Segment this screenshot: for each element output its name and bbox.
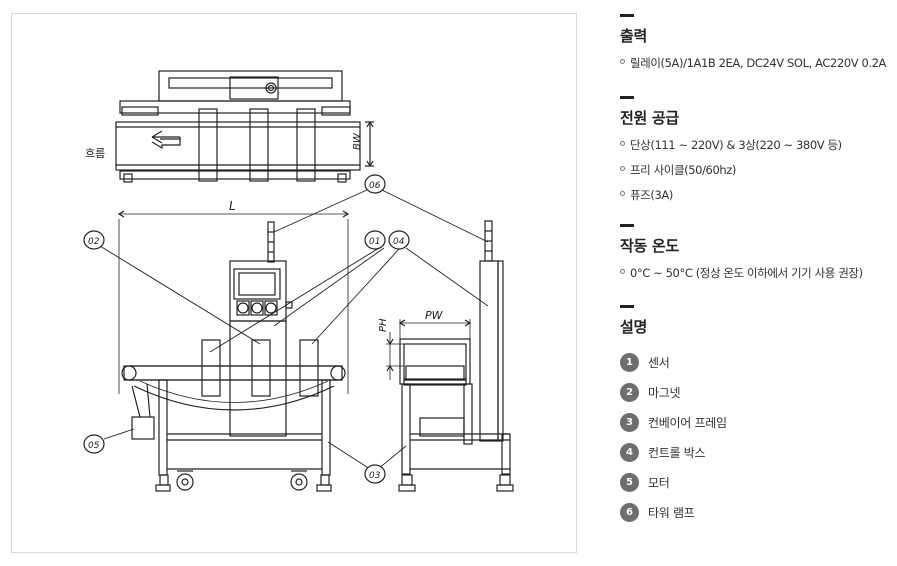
- dim-ph-label: PH: [378, 318, 389, 332]
- output-section: 출력 릴레이(5A)/1A1B 2EA, DC24V SOL, AC220V 0…: [620, 14, 890, 71]
- callout-05: 05: [88, 441, 100, 451]
- number-badge: 6: [620, 503, 639, 522]
- bullet-icon: [620, 59, 625, 64]
- bullet-icon: [620, 191, 625, 196]
- bullet-icon: [620, 269, 625, 274]
- dim-pw-label: PW: [425, 309, 444, 322]
- callout-03: 03: [369, 471, 381, 481]
- number-badge: 3: [620, 413, 639, 432]
- legend-heading: 설명: [620, 318, 648, 336]
- callout-circles: [83, 174, 410, 484]
- power-item: 단상(111 ~ 220V) & 3상(220 ~ 380V 등): [620, 138, 890, 153]
- power-item: 프리 사이클(50/60hz): [620, 163, 890, 178]
- front-view: [117, 210, 350, 492]
- flow-label: 흐름: [85, 147, 105, 160]
- output-heading: 출력: [620, 27, 648, 45]
- temperature-item: 0°C ~ 50°C (정상 온도 이하에서 기기 사용 권장): [620, 266, 890, 281]
- section-bar: [620, 14, 634, 17]
- section-bar: [620, 305, 634, 308]
- temperature-heading: 작동 온도: [620, 237, 679, 255]
- machine-diagram: 흐름 BW L PH PW 06 02 01 04 05 03: [83, 70, 514, 492]
- power-heading: 전원 공급: [620, 109, 679, 127]
- number-badge: 4: [620, 443, 639, 462]
- callout-04: 04: [393, 237, 405, 247]
- callout-06: 06: [369, 181, 381, 191]
- callout-02: 02: [88, 237, 100, 247]
- temperature-section: 작동 온도 0°C ~ 50°C (정상 온도 이하에서 기기 사용 권장): [620, 224, 890, 281]
- leader-lines: [99, 188, 489, 470]
- callout-01: 01: [369, 237, 380, 247]
- bullet-icon: [620, 141, 625, 146]
- dim-bw-label: BW: [352, 132, 363, 150]
- technical-drawing: 흐름 BW L PH PW 06 02 01 04 05 03: [11, 13, 577, 553]
- number-badge: 1: [620, 353, 639, 372]
- top-view: [115, 70, 374, 183]
- bullet-icon: [620, 166, 625, 171]
- spec-panel: 출력 릴레이(5A)/1A1B 2EA, DC24V SOL, AC220V 0…: [620, 14, 890, 533]
- section-bar: [620, 96, 634, 99]
- number-badge: 5: [620, 473, 639, 492]
- power-section: 전원 공급 단상(111 ~ 220V) & 3상(220 ~ 380V 등) …: [620, 96, 890, 203]
- section-bar: [620, 224, 634, 227]
- power-item: 퓨즈(3A): [620, 188, 890, 203]
- dim-l-label: L: [229, 199, 236, 213]
- number-badge: 2: [620, 383, 639, 402]
- drawing-labels: 흐름 BW L PH PW 06 02 01 04 05 03: [85, 132, 444, 481]
- side-view: [386, 220, 514, 492]
- output-item: 릴레이(5A)/1A1B 2EA, DC24V SOL, AC220V 0.2A: [620, 56, 890, 71]
